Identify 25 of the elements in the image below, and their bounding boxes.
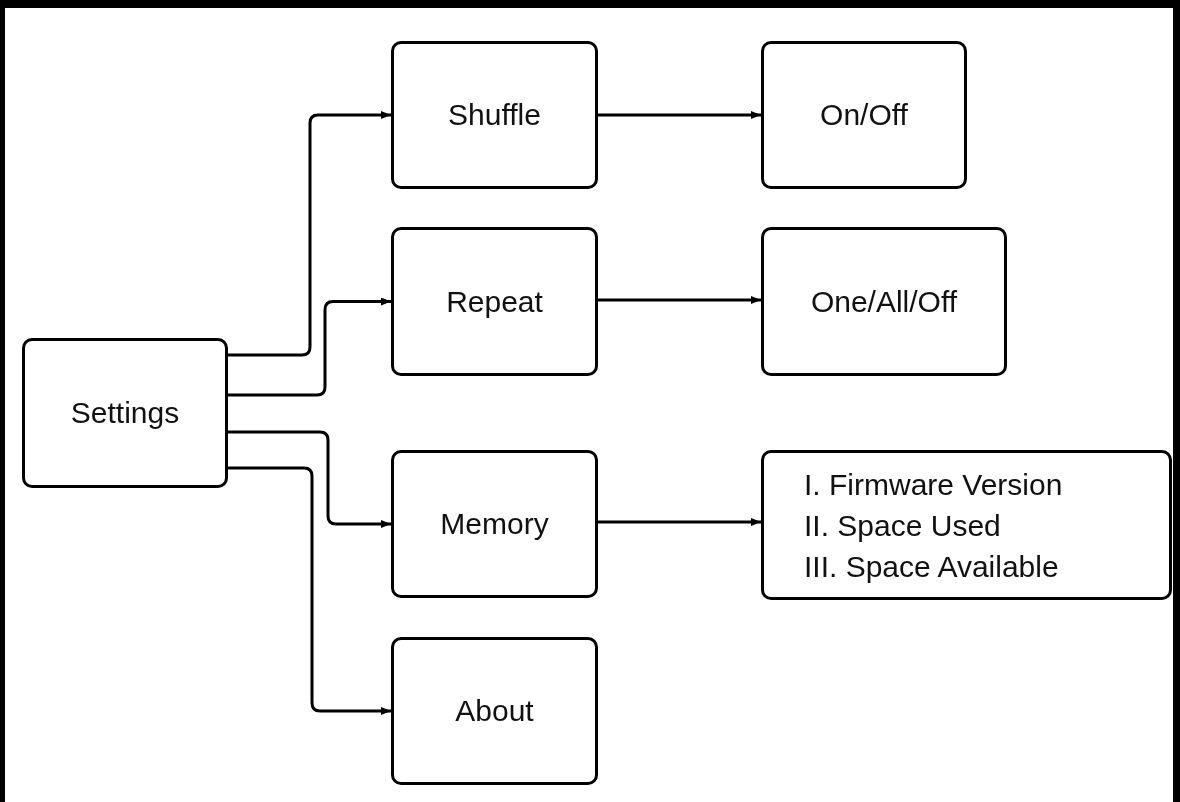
process-box [391, 227, 598, 376]
process-box [391, 450, 598, 598]
process-box [22, 338, 228, 488]
process-box [761, 227, 1007, 376]
box-label: On/Off [820, 97, 908, 133]
arrow [228, 111, 391, 357]
process-box [391, 637, 598, 785]
box-label: Repeat [446, 283, 543, 320]
box-label: Shuffle [448, 97, 541, 133]
arrow [228, 297, 391, 397]
box-label: One/All/Off [810, 283, 958, 320]
list-item: II. Space Used [804, 507, 1001, 544]
arrow [228, 430, 391, 528]
box-label: About [455, 693, 534, 729]
arrow [598, 518, 761, 526]
process-box [761, 450, 1172, 600]
list-item: I. Firmware Version [804, 466, 1063, 503]
box-label: Memory [440, 506, 549, 542]
process-box [391, 41, 598, 189]
list-item: III. Space Available [804, 548, 1059, 585]
box-label: Settings [70, 395, 180, 431]
arrow [598, 296, 761, 304]
process-box [761, 41, 967, 189]
arrow [228, 466, 391, 715]
arrow [598, 111, 761, 119]
